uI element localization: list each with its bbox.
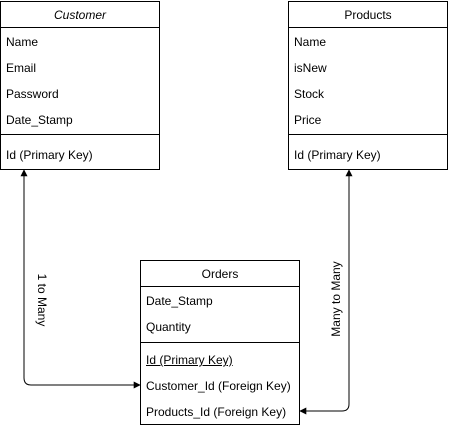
- products-field-stock: Stock: [294, 87, 325, 101]
- products-field-price: Price: [294, 113, 322, 127]
- products-field-id: Id (Primary Key): [294, 148, 381, 162]
- customer-field-name: Name: [6, 35, 39, 49]
- orders-field-customer-id: Customer_Id (Foreign Key): [146, 379, 291, 393]
- customer-field-email: Email: [6, 61, 37, 75]
- customer-divider: [1, 134, 159, 135]
- products-entity[interactable]: Products Name isNew Stock Price Id (Prim…: [288, 1, 448, 170]
- products-divider: [289, 134, 447, 135]
- products-field-name: Name: [294, 35, 327, 49]
- orders-field-date-stamp: Date_Stamp: [146, 294, 213, 308]
- customer-field-date-stamp: Date_Stamp: [6, 113, 73, 127]
- customer-field-id: Id (Primary Key): [6, 148, 93, 162]
- customer-orders-connector[interactable]: [20, 169, 141, 389]
- orders-field-quantity: Quantity: [146, 320, 191, 334]
- orders-field-products-id: Products_Id (Foreign Key): [146, 405, 287, 419]
- orders-entity[interactable]: Orders Date_Stamp Quantity Id (Primary K…: [140, 260, 300, 425]
- customer-orders-label: 1 to Many: [35, 273, 49, 327]
- orders-title: Orders: [141, 261, 299, 287]
- customer-title: Customer: [1, 2, 159, 28]
- orders-divider: [141, 342, 299, 343]
- products-title: Products: [289, 2, 447, 28]
- customer-entity[interactable]: Customer Name Email Password Date_Stamp …: [0, 1, 160, 170]
- customer-field-password: Password: [6, 87, 59, 101]
- products-orders-label: Many to Many: [329, 261, 343, 337]
- products-orders-connector[interactable]: [299, 169, 353, 415]
- orders-field-id: Id (Primary Key): [146, 353, 233, 367]
- products-field-isnew: isNew: [294, 61, 327, 75]
